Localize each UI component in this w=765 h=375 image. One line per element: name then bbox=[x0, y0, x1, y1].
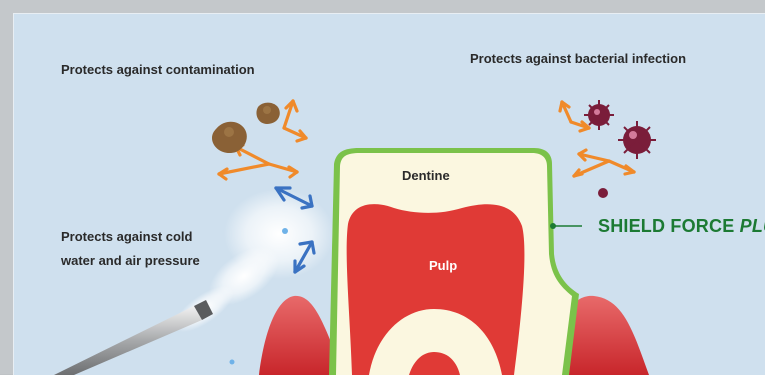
nozzle-icon bbox=[54, 300, 213, 375]
label-cold-water: Protects against cold water and air pres… bbox=[61, 225, 231, 273]
label-cold-line1: Protects against cold bbox=[61, 225, 231, 249]
diagram-panel: Protects against contamination Protects … bbox=[13, 13, 765, 375]
bacteria-icon bbox=[588, 104, 651, 198]
brand-suffix: PLUS bbox=[740, 216, 765, 236]
label-bacterial-infection: Protects against bacterial infection bbox=[470, 47, 686, 71]
label-contamination: Protects against contamination bbox=[61, 58, 255, 82]
label-cold-line2: water and air pressure bbox=[61, 249, 231, 273]
brand-label: SHIELD FORCE PLUS bbox=[598, 216, 765, 237]
label-pulp: Pulp bbox=[429, 254, 457, 278]
brand-name: SHIELD FORCE bbox=[598, 216, 734, 236]
label-dentine: Dentine bbox=[402, 164, 450, 188]
